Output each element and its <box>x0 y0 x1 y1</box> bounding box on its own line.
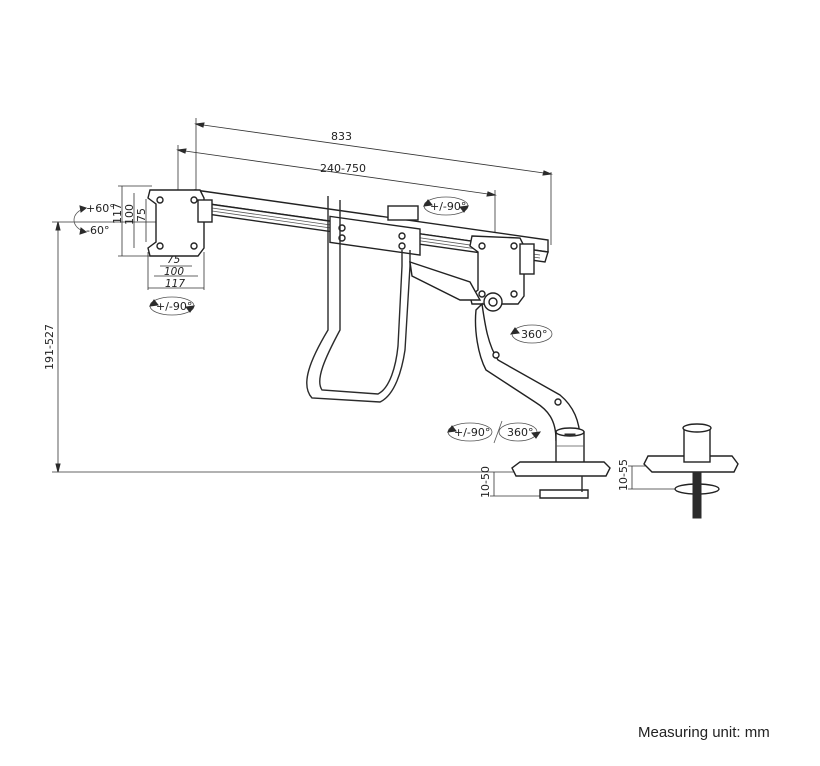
crossbar <box>193 189 549 263</box>
right-rotate-indicator: +/-90° <box>422 196 470 216</box>
pole-spacing-label: 240-750 <box>320 162 366 175</box>
dimension-overall-width: 833 <box>194 118 553 245</box>
tilt-up-label: +60° <box>86 202 115 215</box>
dimension-vesa-width: 75 100 117 <box>147 252 205 290</box>
left-vesa-plate <box>147 189 213 257</box>
vesa-w-75-label: 75 <box>167 254 181 266</box>
right-vesa-plate <box>469 235 535 305</box>
base-rotate-indicator: +/-90° <box>446 420 503 444</box>
carry-handle <box>306 196 411 403</box>
base-rotate-label: +/-90° <box>454 426 490 439</box>
vesa-w-117-label: 117 <box>165 278 185 290</box>
joint-swivel-indicator: 360° <box>509 324 553 344</box>
vesa-h-117-label: 117 <box>111 203 124 224</box>
base-swivel-label: 360° <box>507 426 534 439</box>
tilt-indicator: +60° -60° <box>73 202 115 237</box>
dimension-clamp-thickness: 10-50 <box>479 466 540 498</box>
height-range-label: 191-527 <box>43 324 56 370</box>
dimension-pole-spacing: 240-750 <box>176 145 497 238</box>
overall-width-label: 833 <box>331 130 352 143</box>
clamp-thickness-label: 10-50 <box>479 466 492 498</box>
vesa-w-100-label: 100 <box>164 266 184 278</box>
tilt-down-label: -60° <box>86 224 109 237</box>
measuring-unit-note: Measuring unit: mm <box>638 724 770 741</box>
clamp-base <box>511 427 611 499</box>
base-swivel-indicator: 360° <box>498 422 542 442</box>
vesa-h-100-label: 100 <box>123 204 136 225</box>
grommet-mount <box>643 423 739 519</box>
vesa-h-75-label: 75 <box>135 208 148 222</box>
left-rotate-label: +/-90° <box>156 300 192 313</box>
grommet-thickness-label: 10-55 <box>617 459 630 491</box>
dimension-height-range: 191-527 <box>43 221 520 473</box>
left-rotate-indicator: +/-90° <box>148 296 196 316</box>
joint-swivel-label: 360° <box>521 328 548 341</box>
right-rotate-label: +/-90° <box>430 200 466 213</box>
dimension-vesa-height: 117 100 75 <box>111 185 152 257</box>
